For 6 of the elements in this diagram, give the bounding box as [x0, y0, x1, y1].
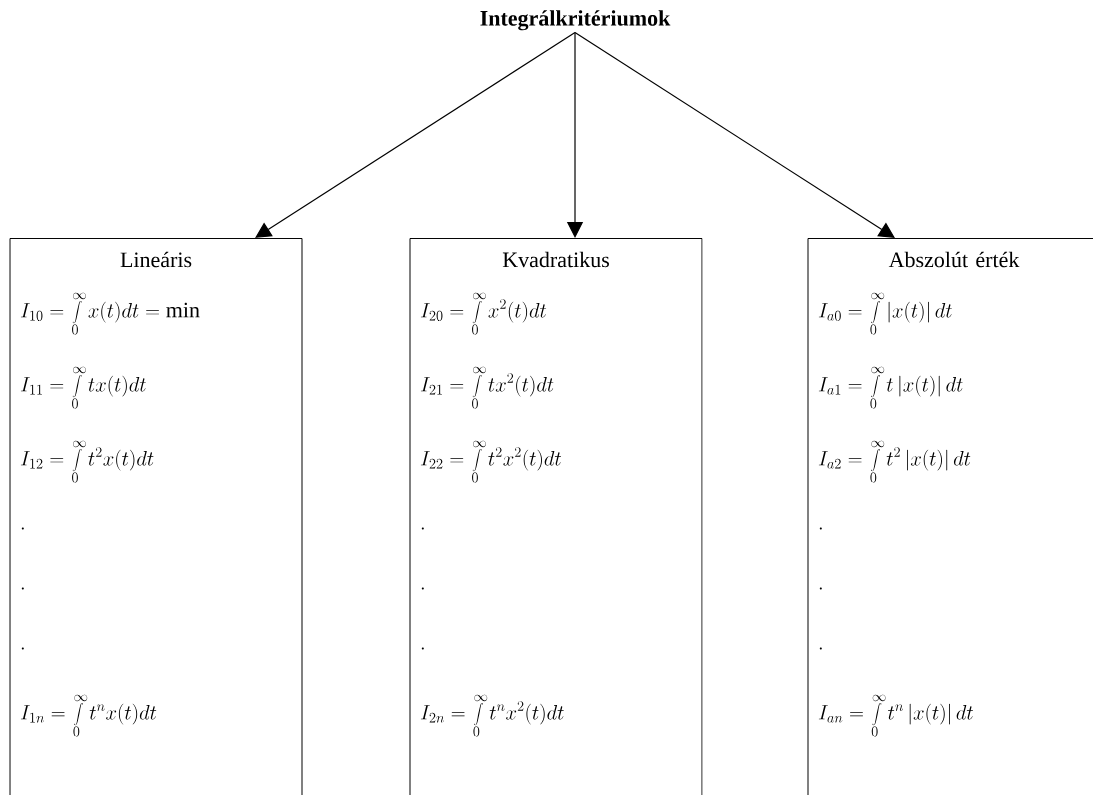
criteria-box: Kvadratikus $I_{20}=\int\limits_0^\infty x^2(t)dt$ $I_{21}=\int\limits_0^\infty tx^2(t)dt$ $I_{22}=\int\limits_0^\infty t^2x^2(t)dt$ $.$ $.$ $.$ $I_{2n}=\int\limits_0^\infty t^nx^2(t)dt$ [409, 238, 703, 795]
title: Integrálkritériumok [480, 10, 671, 31]
arrow [574, 31, 895, 238]
arrow [255, 31, 576, 238]
criteria-box: Abszolút érték $I_{a0}=\int\limits_0^\infty \left|x(t)\right|dt$ $I_{a1}=\int\limits_0^\infty t\left|x(t)\right|dt$ $I_{a2}=\int\limits_0^\infty t^2\left|x(t)\right|dt$ $.$ $.$ $.$ $I_{an}=\int\limits_0^\infty t^n\left|x(t)\right|dt$ [807, 238, 1093, 795]
criteria-box: Lineáris $I_{10}=\int\limits_0^\infty x(t)dt=\min$ $I_{11}=\int\limits_0^\infty tx(t)dt$ $I_{12}=\int\limits_0^\infty t^2x(t)dt$ $.$ $.$ $.$ $I_{1n}=\int\limits_0^\infty t^nx(t)dt$ [9, 238, 303, 795]
